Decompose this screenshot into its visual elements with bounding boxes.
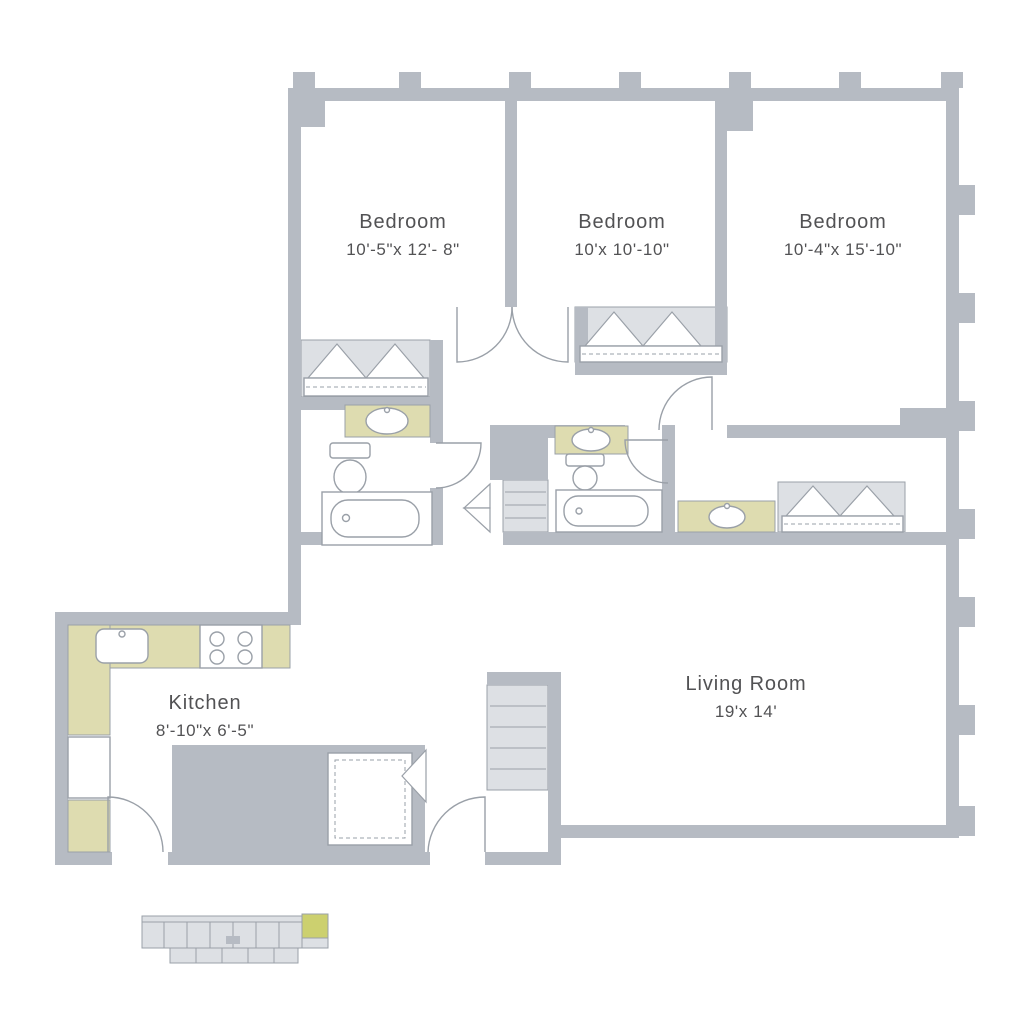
- bath1-toilet-tank: [329, 442, 371, 459]
- bedroom1-door: [456, 306, 513, 363]
- storage-unit: [327, 748, 427, 846]
- bifold-door-icon: [462, 482, 491, 509]
- bedroom1-label: Bedroom: [359, 211, 446, 233]
- key-plan-lower-row: [169, 947, 299, 964]
- living-room-dims: 19'x 14': [715, 702, 777, 721]
- bedroom3-label: Bedroom: [799, 211, 886, 233]
- bath1-toilet-bowl: [333, 459, 367, 495]
- closet-symbols: [303, 311, 904, 770]
- room-labels: Bedroom 10'-5"x 12'- 8" Bedroom 10'x 10'…: [156, 211, 902, 740]
- bedroom3-dims: 10'-4"x 15'-10": [784, 240, 902, 259]
- refrigerator: [67, 736, 111, 799]
- kitchen-sink: [95, 628, 149, 664]
- bathroom2-fixtures: [555, 426, 746, 533]
- key-plan-highlighted-unit: [301, 913, 329, 939]
- bath2-toilet-bowl: [572, 465, 598, 491]
- bath2-toilet-tank: [565, 453, 605, 467]
- doors: [107, 306, 713, 853]
- key-plan-core: [226, 936, 240, 944]
- stove: [199, 624, 263, 669]
- kitchen-door: [107, 796, 164, 853]
- storage-inset: [327, 752, 413, 846]
- bath1-tub-inner: [330, 499, 420, 538]
- walls: [55, 88, 959, 865]
- stove-burner: [237, 649, 253, 665]
- bath2-door: [624, 439, 669, 484]
- key-plan: [141, 913, 329, 964]
- storage-inset-dashed: [334, 759, 406, 839]
- stove-burner: [209, 631, 225, 647]
- bedroom2-dims: 10'x 10'-10": [574, 240, 669, 259]
- bedroom2-door: [511, 306, 569, 363]
- dressing-faucet: [723, 502, 731, 510]
- bathroom1-fixtures: [321, 406, 433, 546]
- key-plan-unit-lines: [163, 922, 303, 948]
- bath2-faucet: [587, 426, 595, 434]
- bifold-door-icon: [462, 507, 491, 534]
- bedroom3-door: [658, 376, 713, 431]
- bath2-tub-inner: [563, 495, 649, 527]
- stove-burner: [209, 649, 225, 665]
- kitchen-faucet: [118, 630, 126, 638]
- dressing-sink: [708, 505, 746, 529]
- bedroom2-closet-shelf: [579, 345, 723, 363]
- bath1-door: [435, 442, 482, 489]
- bedroom2-label: Bedroom: [578, 211, 665, 233]
- kitchen-fixtures: [67, 624, 263, 799]
- hall-closet-floor: [502, 479, 549, 533]
- bath1-tub-drain: [341, 513, 351, 523]
- kitchen-dims: 8'-10"x 6'-5": [156, 721, 254, 740]
- pilasters: [293, 72, 975, 836]
- key-plan-main-row: [141, 921, 329, 949]
- bedroom1-dims: 10'-5"x 12'- 8": [346, 240, 460, 259]
- key-plan-unit-lines: [195, 948, 275, 963]
- stove-burner: [237, 631, 253, 647]
- bath2-tub-drain: [575, 507, 583, 515]
- entry-closet-floor: [486, 684, 549, 791]
- bath1-faucet: [383, 406, 391, 414]
- living-room-label: Living Room: [685, 673, 806, 695]
- key-plan-wing: [141, 915, 303, 923]
- kitchen-label: Kitchen: [168, 692, 241, 714]
- kitchen-counter-lower: [67, 799, 111, 853]
- entry-door: [427, 796, 486, 853]
- storage-door-icon: [401, 748, 427, 804]
